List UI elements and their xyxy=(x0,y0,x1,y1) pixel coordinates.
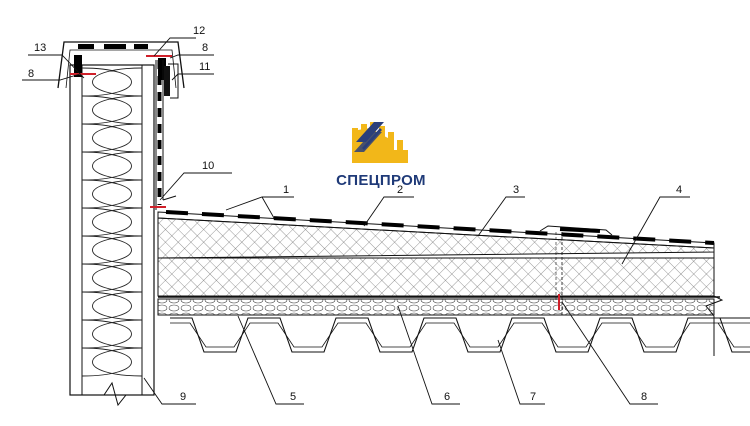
callout-13: 13 xyxy=(34,42,46,54)
counter-flashing-bar xyxy=(164,66,170,96)
callout-6: 6 xyxy=(444,391,450,403)
roof-build-up xyxy=(157,210,750,356)
parapet-cap-flashing xyxy=(57,41,185,99)
callout-1: 1 xyxy=(283,184,289,196)
brand-logo: СПЕЦПРОМ xyxy=(336,122,426,189)
callout-leaders xyxy=(22,37,690,405)
mineral-wool-fill xyxy=(81,67,143,377)
cap-membrane-segment xyxy=(134,44,148,49)
callout-9: 9 xyxy=(180,391,186,403)
base-insulation-layer xyxy=(157,298,715,316)
callout-8-top-left: 8 xyxy=(28,68,34,80)
callout-3: 3 xyxy=(513,184,519,196)
vertical-membrane-upstand xyxy=(150,60,177,210)
logo-icon xyxy=(352,122,408,163)
cap-sealant xyxy=(74,55,82,77)
profiled-steel-deck xyxy=(170,317,750,353)
callout-5: 5 xyxy=(290,391,296,403)
callout-7: 7 xyxy=(530,391,536,403)
i-beam-icon xyxy=(354,122,384,152)
callout-2: 2 xyxy=(397,184,403,196)
cap-membrane-segment xyxy=(78,44,94,49)
callout-labels: 13 8 12 8 11 10 1 2 3 4 9 5 6 7 8 xyxy=(28,25,682,403)
callout-12: 12 xyxy=(193,25,205,37)
thermal-insulation-layer xyxy=(157,257,715,297)
parapet-wall xyxy=(69,64,155,407)
callout-8-bottom: 8 xyxy=(641,391,647,403)
callout-8-top-right: 8 xyxy=(202,42,208,54)
callout-10: 10 xyxy=(202,160,214,172)
callout-11: 11 xyxy=(199,61,210,73)
cap-membrane-segment xyxy=(104,44,126,49)
cap-sealant xyxy=(158,58,166,80)
callout-4: 4 xyxy=(676,184,682,196)
logo-text: СПЕЦПРОМ xyxy=(336,172,426,189)
wool-loop-pattern xyxy=(81,67,143,377)
